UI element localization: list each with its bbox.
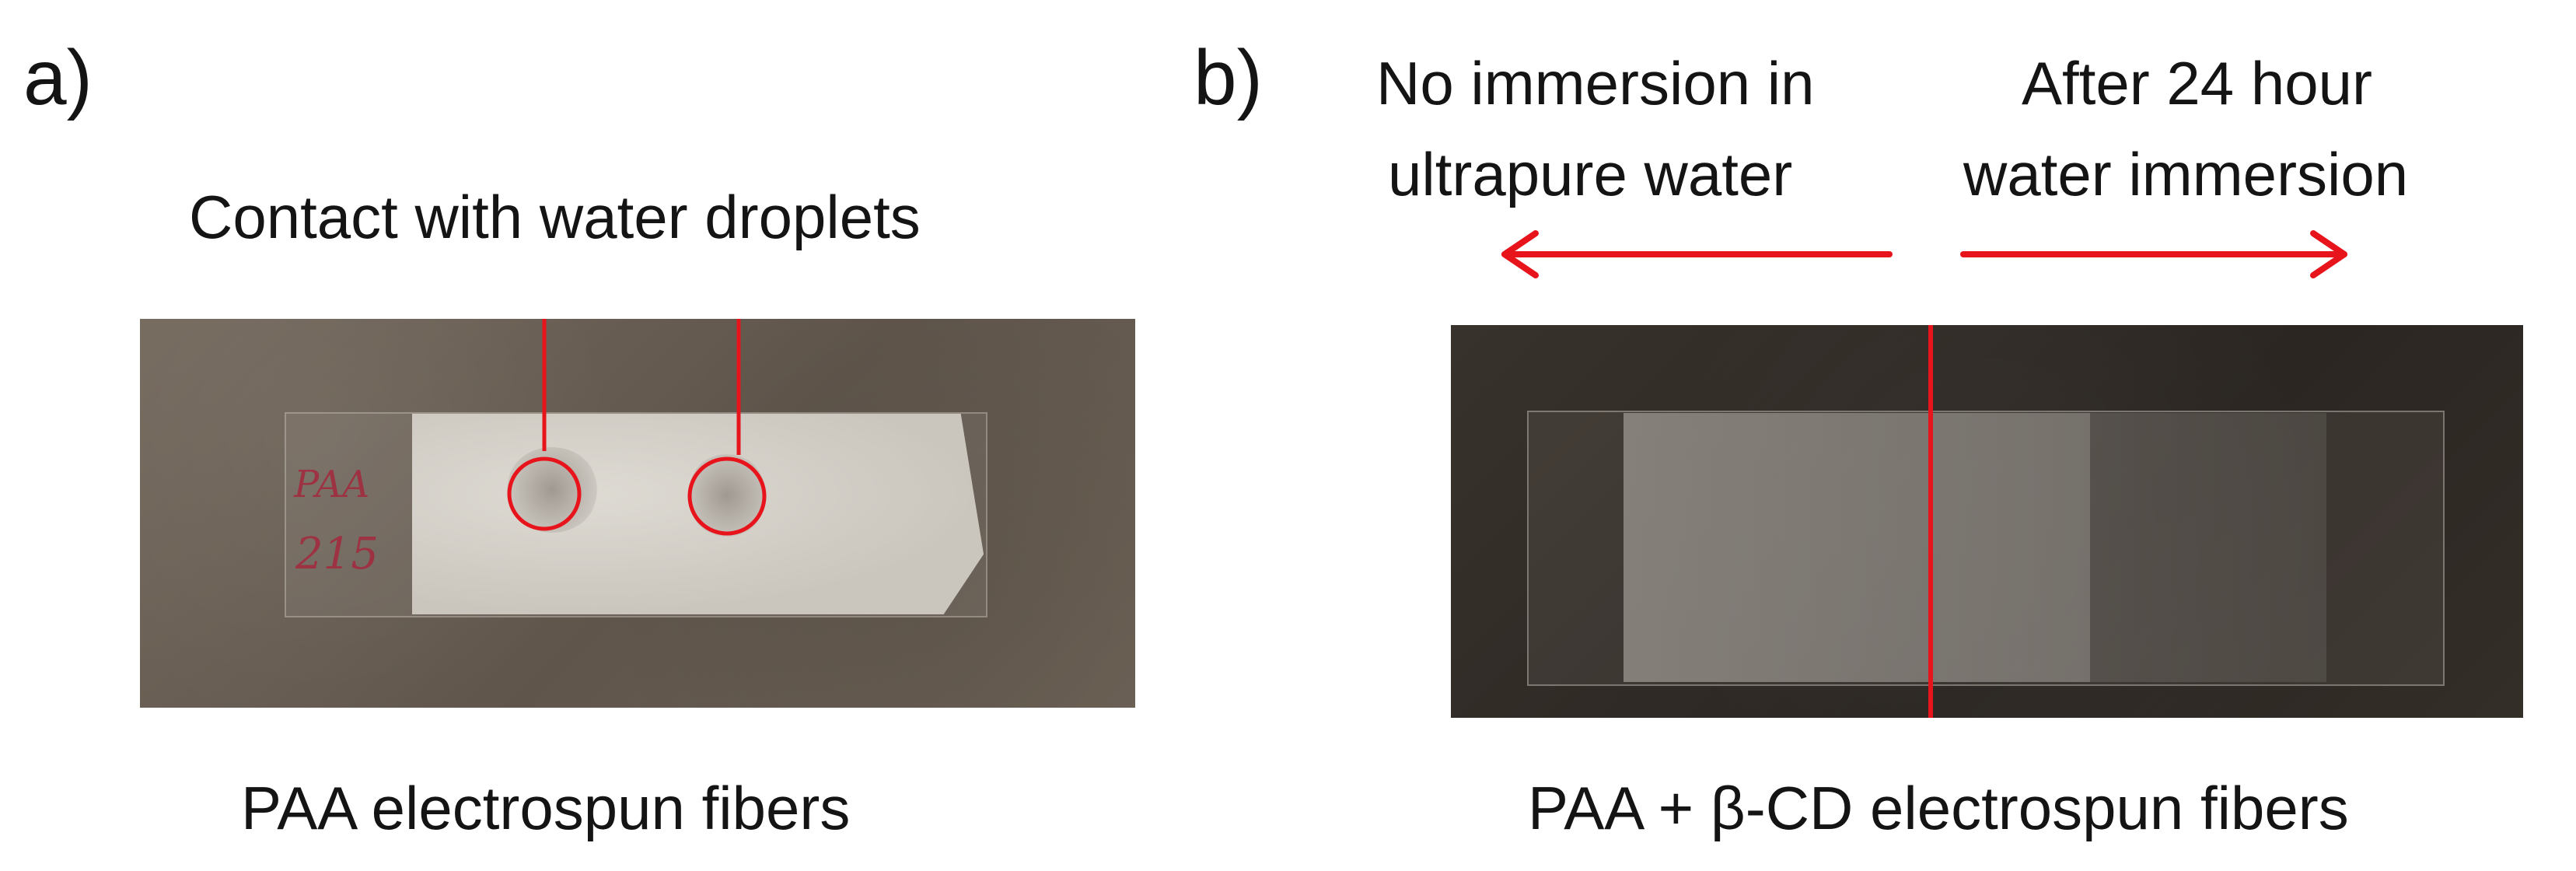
photo-paa-bcd-slide bbox=[1451, 325, 2523, 718]
droplet-circle-2 bbox=[687, 456, 767, 536]
slide-writing-2: 215 bbox=[295, 529, 379, 579]
panel-b-label: b) bbox=[1194, 34, 1263, 121]
fiber-mat-immersed-half bbox=[1938, 413, 2326, 682]
left-arrow bbox=[1501, 230, 1893, 278]
droplet-annotation-overlay bbox=[507, 319, 767, 536]
panel-b-left-line-1: No immersion in bbox=[1376, 49, 1815, 117]
droplet-circle-1 bbox=[507, 456, 582, 531]
panel-a-label: a) bbox=[23, 34, 93, 121]
right-arrow bbox=[1960, 230, 2347, 278]
panel-b-caption: PAA + β-CD electrospun fibers bbox=[1528, 774, 2349, 842]
divider-line bbox=[1928, 325, 1933, 718]
panel-b-left-line-2: ultrapure water bbox=[1388, 140, 1793, 208]
panel-a-header: Contact with water droplets bbox=[189, 183, 921, 251]
panel-b-right-line-1: After 24 hour bbox=[2022, 49, 2372, 117]
panel-b-right-line-2: water immersion bbox=[1963, 140, 2409, 208]
photo-paa-slide: PAA 215 bbox=[140, 319, 1135, 708]
fiber-mat-dry-half bbox=[1624, 413, 2090, 682]
panel-a-caption: PAA electrospun fibers bbox=[241, 774, 851, 842]
slide-writing-1: PAA bbox=[294, 463, 370, 506]
